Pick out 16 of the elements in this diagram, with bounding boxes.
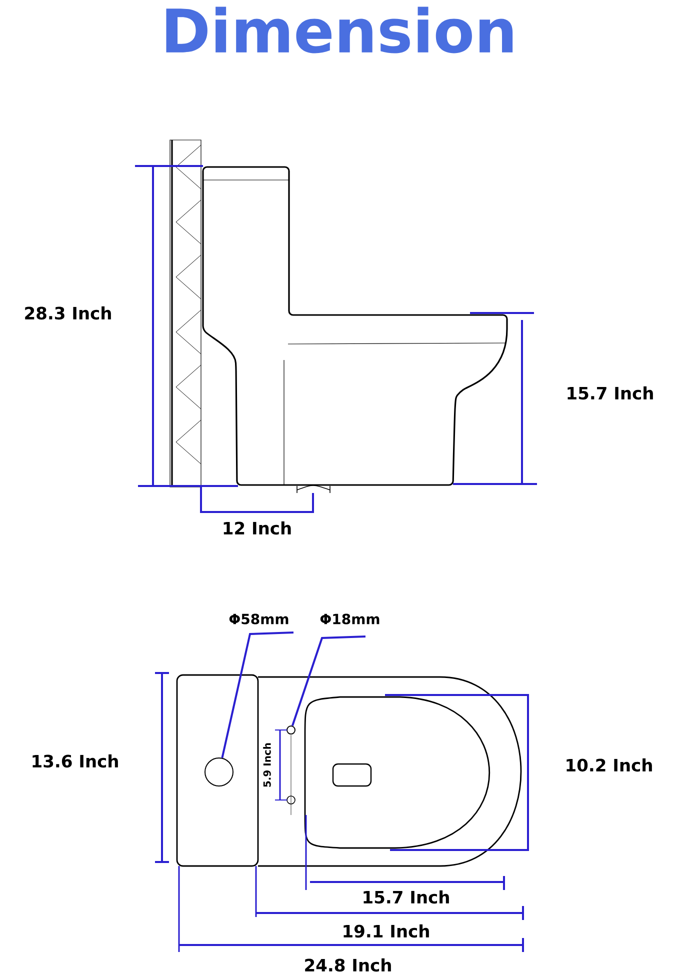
dimension-label: 28.3 Inch — [25, 306, 111, 320]
leader-line — [221, 632, 294, 758]
dimension-label: 5.9 Inch — [263, 743, 271, 787]
dimension-label: Φ58mm — [229, 614, 288, 624]
dimension-label: 15.7 Inch — [568, 386, 653, 400]
dimension-label: 15.7 Inch — [364, 890, 449, 904]
dimension-label: 13.6 Inch — [32, 754, 118, 768]
leader-line — [291, 636, 366, 726]
dimension-label: Φ18mm — [320, 614, 380, 624]
bolt-hole — [286, 726, 296, 734]
drain-hole — [204, 758, 234, 786]
dimension-label: 10.2 Inch — [566, 758, 652, 772]
dimension-label: 12 Inch — [224, 521, 291, 535]
dimension-label: 24.8 Inch — [305, 958, 391, 972]
dimension-label: 19.1 Inch — [344, 924, 429, 938]
title: Dimension — [166, 6, 513, 54]
